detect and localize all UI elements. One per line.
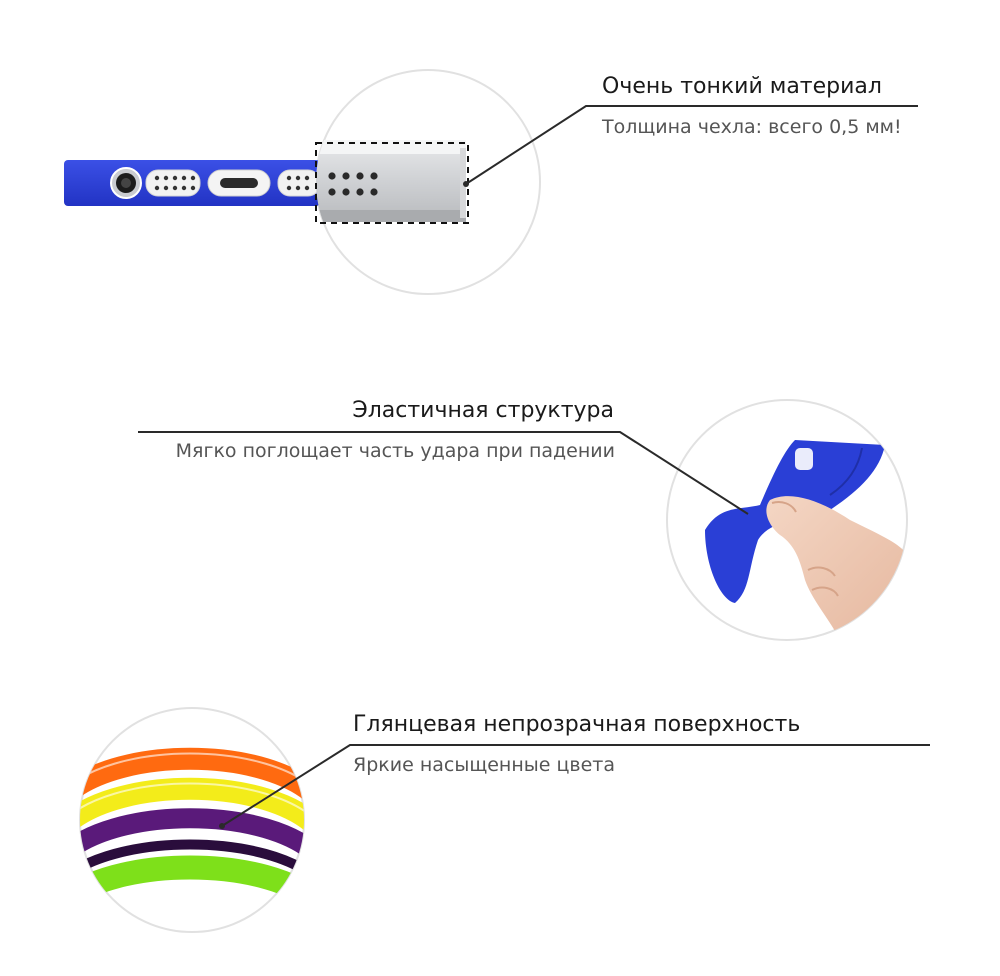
phone-bottom-edge xyxy=(64,160,321,206)
connector-line-1 xyxy=(465,105,918,185)
connector-line-2 xyxy=(138,431,749,515)
feature-2-title: Эластичная структура xyxy=(352,398,614,423)
feature-1-title: Очень тонкий материал xyxy=(602,74,882,99)
feature-1-subtitle: Толщина чехла: всего 0,5 мм! xyxy=(602,116,902,138)
feature-3-subtitle: Яркие насыщенные цвета xyxy=(353,754,616,776)
magnified-steel-edge xyxy=(316,140,466,222)
feature-3-title: Глянцевая непрозрачная поверхность xyxy=(353,712,801,737)
connector-line-3 xyxy=(221,744,930,827)
feature-2-subtitle: Мягко поглощает часть удара при падении xyxy=(175,440,615,462)
